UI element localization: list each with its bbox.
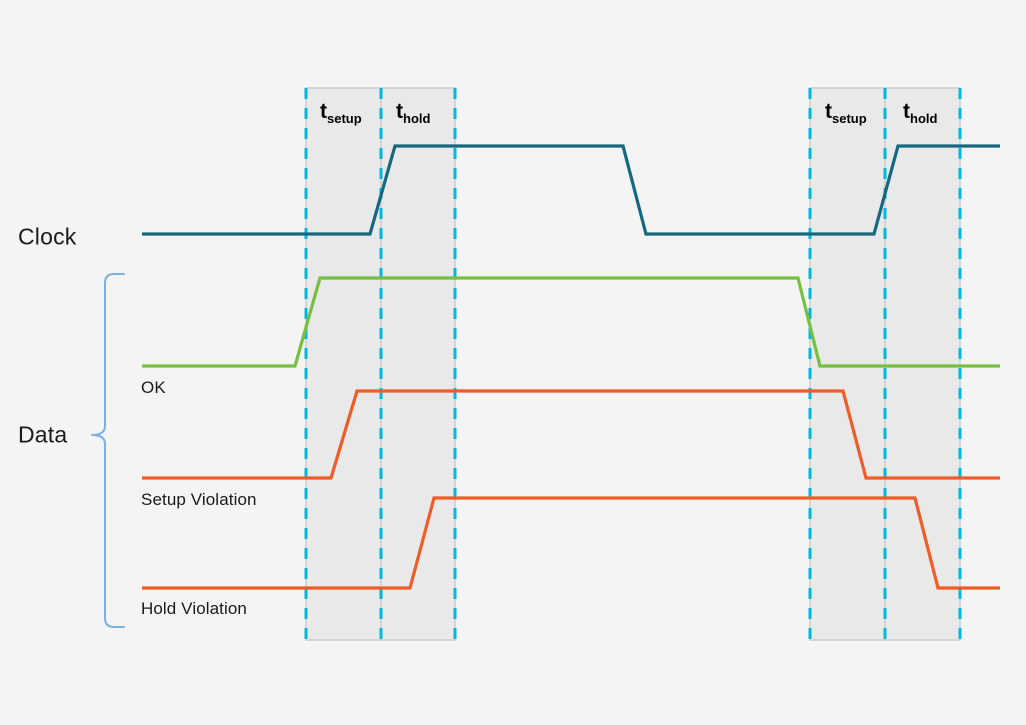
setup-violation-label: Setup Violation — [141, 490, 257, 509]
hold-violation-label: Hold Violation — [141, 599, 247, 618]
data-bracket-layer — [91, 273, 125, 628]
data-group-label: Data — [18, 421, 68, 448]
ok-label: OK — [141, 378, 166, 397]
t-setup-label-2-subscript: setup — [832, 111, 867, 126]
t-setup-label-1-subscript: setup — [327, 111, 362, 126]
clock-group-label: Clock — [18, 223, 77, 250]
t-hold-label-1-subscript: hold — [403, 111, 431, 126]
clock-waveform — [142, 144, 1000, 236]
t-setup-label-2: tsetup — [825, 100, 867, 126]
timing-windows-layer — [305, 87, 961, 641]
edge-markers-layer — [304, 88, 962, 640]
t-setup-label-2-base: t — [825, 100, 832, 123]
signal-waveforms-layer — [142, 144, 1000, 590]
t-hold-label-2: thold — [903, 100, 938, 126]
t-hold-label-1-base: t — [396, 100, 403, 123]
ok-waveform — [142, 276, 1000, 368]
t-hold-label-2-subscript: hold — [910, 111, 938, 126]
hold-violation-waveform — [142, 496, 1000, 590]
t-setup-label-1: tsetup — [320, 100, 362, 126]
t-hold-label-2-base: t — [903, 100, 910, 123]
t-hold-label-1: thold — [396, 100, 431, 126]
t-setup-label-1-base: t — [320, 100, 327, 123]
data-group-bracket — [91, 273, 125, 628]
setup-violation-waveform — [142, 389, 1000, 480]
